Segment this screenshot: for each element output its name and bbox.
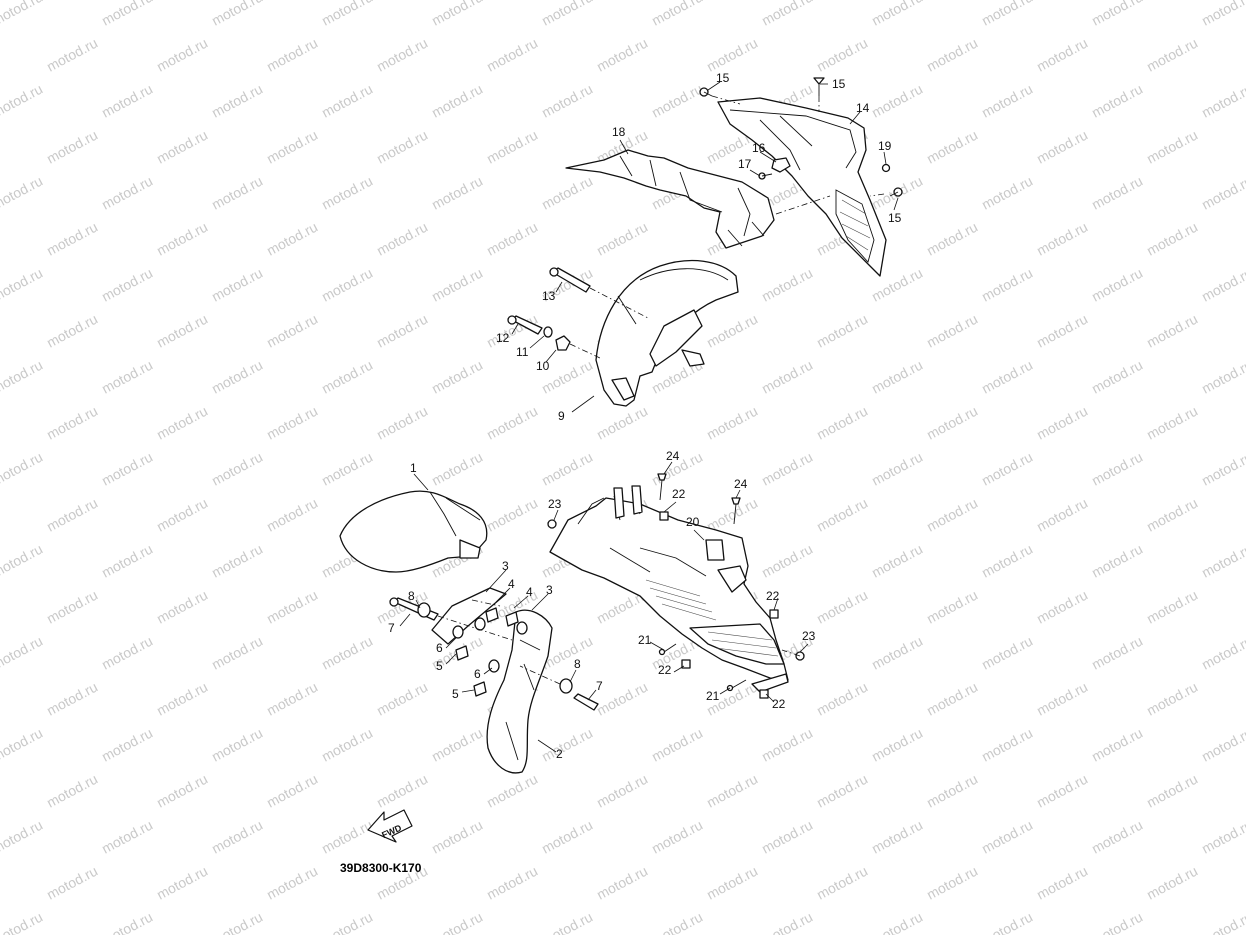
callout-6: 6 <box>474 667 481 681</box>
nut-22[interactable] <box>659 511 669 521</box>
part-20-under-cowl[interactable] <box>549 485 789 693</box>
bolt-13[interactable] <box>549 267 591 293</box>
bolt-12[interactable] <box>507 315 543 335</box>
washer-6[interactable] <box>488 659 500 673</box>
callout-22: 22 <box>672 487 686 501</box>
callout-23: 23 <box>802 629 816 643</box>
callout-14: 14 <box>856 101 870 115</box>
callout-22: 22 <box>772 697 786 711</box>
callout-1: 1 <box>410 461 417 475</box>
callout-15: 15 <box>832 77 846 91</box>
forward-arrow-icon: FWD <box>367 809 413 843</box>
diagram-code: 39D8300-K170 <box>340 861 422 875</box>
callout-12: 12 <box>496 331 510 345</box>
spacer-4[interactable] <box>485 607 499 623</box>
callout-20: 20 <box>686 515 700 529</box>
callout-19: 19 <box>878 139 892 153</box>
washer-11[interactable] <box>543 326 553 338</box>
assembly-lines <box>437 95 885 685</box>
part-18-bracket[interactable] <box>565 149 775 249</box>
callout-7: 7 <box>596 679 603 693</box>
callout-11: 11 <box>516 345 529 359</box>
part-9-inner-fender[interactable] <box>595 259 739 407</box>
washer-6[interactable] <box>452 625 464 639</box>
clip-16[interactable] <box>771 157 791 173</box>
part-1-fender-cover[interactable] <box>339 490 488 573</box>
callout-6: 6 <box>436 641 443 655</box>
callout-15: 15 <box>888 211 902 225</box>
callout-16: 16 <box>752 141 766 155</box>
callout-18: 18 <box>612 125 626 139</box>
callout-24: 24 <box>734 477 748 491</box>
callout-2: 2 <box>556 747 563 761</box>
nut-22[interactable] <box>769 609 779 619</box>
callout-22: 22 <box>658 663 672 677</box>
collar-8[interactable] <box>417 602 431 618</box>
callout-8: 8 <box>408 589 415 603</box>
callout-22: 22 <box>766 589 780 603</box>
callout-4: 4 <box>526 585 533 599</box>
callout-10: 10 <box>536 359 550 373</box>
bolt-7[interactable] <box>573 693 599 711</box>
screw-23[interactable] <box>547 519 557 529</box>
grommet-3[interactable] <box>516 621 528 635</box>
callout-21: 21 <box>706 689 720 703</box>
grommet-3[interactable] <box>474 617 486 631</box>
nut-22[interactable] <box>759 689 769 699</box>
bolt-24[interactable] <box>657 473 667 501</box>
screw-17[interactable] <box>758 172 773 180</box>
nut-5[interactable] <box>455 645 469 661</box>
callout-labels: 1 2 3 3 4 4 5 5 6 6 7 7 8 8 9 10 11 12 1… <box>388 71 902 761</box>
callout-17: 17 <box>738 157 752 171</box>
collar-8[interactable] <box>559 678 573 694</box>
callout-3: 3 <box>502 559 509 573</box>
part-14-rear-fender[interactable] <box>717 97 887 277</box>
screw-21[interactable] <box>726 679 747 692</box>
callout-9: 9 <box>558 409 565 423</box>
callout-4: 4 <box>508 577 515 591</box>
bolt-24[interactable] <box>731 497 741 525</box>
screw-19[interactable] <box>881 163 891 173</box>
part-2-front-fender[interactable] <box>431 587 553 774</box>
callout-8: 8 <box>574 657 581 671</box>
screw-15[interactable] <box>699 87 713 97</box>
callout-15: 15 <box>716 71 730 85</box>
screw-15[interactable] <box>889 187 903 197</box>
screw-15[interactable] <box>813 77 825 96</box>
screw-21[interactable] <box>658 643 677 656</box>
callout-5: 5 <box>452 687 459 701</box>
callout-13: 13 <box>542 289 556 303</box>
callout-21: 21 <box>638 633 652 647</box>
nut-10[interactable] <box>555 335 571 351</box>
spacer-4[interactable] <box>505 611 519 627</box>
callout-5: 5 <box>436 659 443 673</box>
callout-3: 3 <box>546 583 553 597</box>
callout-23: 23 <box>548 497 562 511</box>
fasteners <box>389 77 903 711</box>
nut-5[interactable] <box>473 681 487 697</box>
callout-24: 24 <box>666 449 680 463</box>
callout-7: 7 <box>388 621 395 635</box>
leader-lines <box>399 81 899 753</box>
